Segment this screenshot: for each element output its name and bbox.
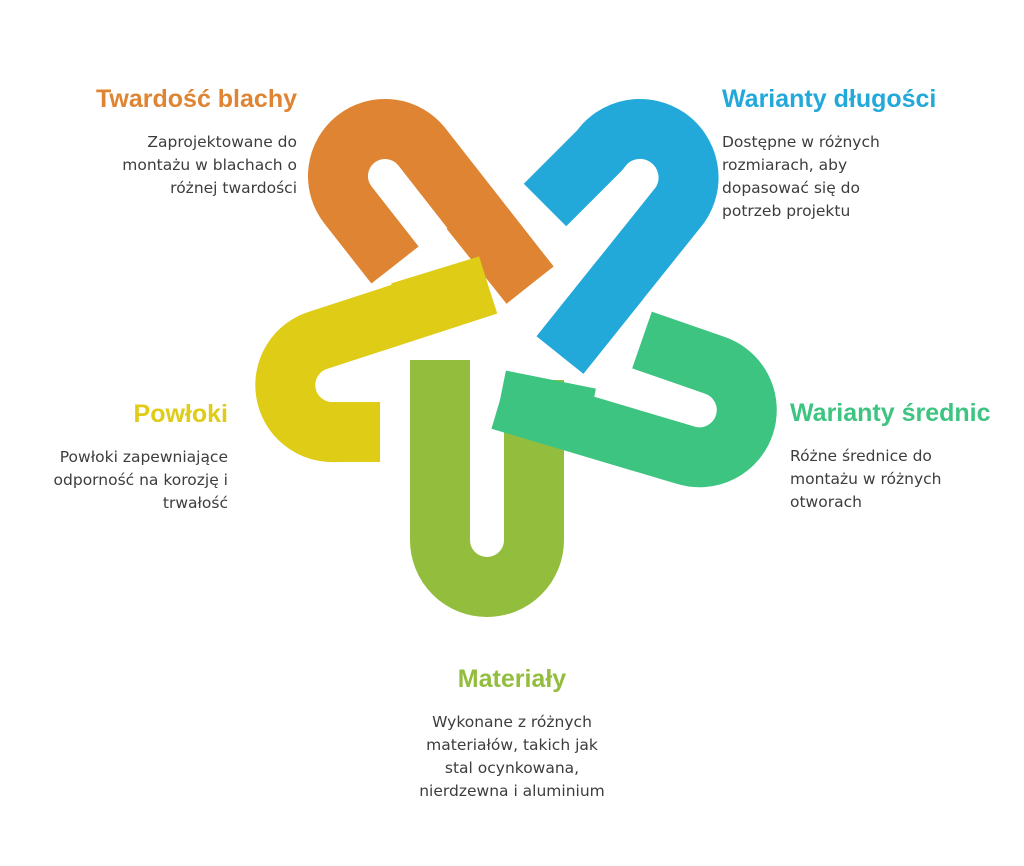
item-description: Dostępne w różnych rozmiarach, aby dopas… [722,133,880,220]
item-description: Zaprojektowane do montażu w blachach o r… [122,133,297,197]
weave-green-over [494,370,596,448]
loop-yellow [255,256,498,463]
item-warianty-dlugosci: Warianty długości Dostępne w różnych roz… [722,84,982,223]
item-description: Wykonane z różnych materiałów, takich ja… [419,713,605,800]
item-description: Powłoki zapewniające odporność na korozj… [53,448,228,512]
item-title: Warianty średnic [790,399,991,427]
weave-blue-over [536,261,644,374]
weave-orange-over [446,191,554,304]
item-title: Powłoki [133,400,228,428]
item-title: Materiały [457,665,567,693]
item-title: Twardość blachy [96,85,297,113]
loop-lime [410,360,564,617]
loop-green [491,311,777,488]
item-materialy: Materiały Wykonane z różnych materiałów,… [362,664,662,803]
item-powloki: Powłoki Powłoki zapewniające odporność n… [8,399,228,515]
item-warianty-srednic: Warianty średnic Różne średnice do monta… [790,398,1010,514]
loop-blue [523,98,719,374]
item-description: Różne średnice do montażu w różnych otwo… [790,447,942,511]
loop-orange [308,99,554,304]
item-title: Warianty długości [722,85,937,113]
weave-yellow-over [391,256,497,341]
item-twardosc-blachy: Twardość blachy Zaprojektowane do montaż… [47,84,297,200]
